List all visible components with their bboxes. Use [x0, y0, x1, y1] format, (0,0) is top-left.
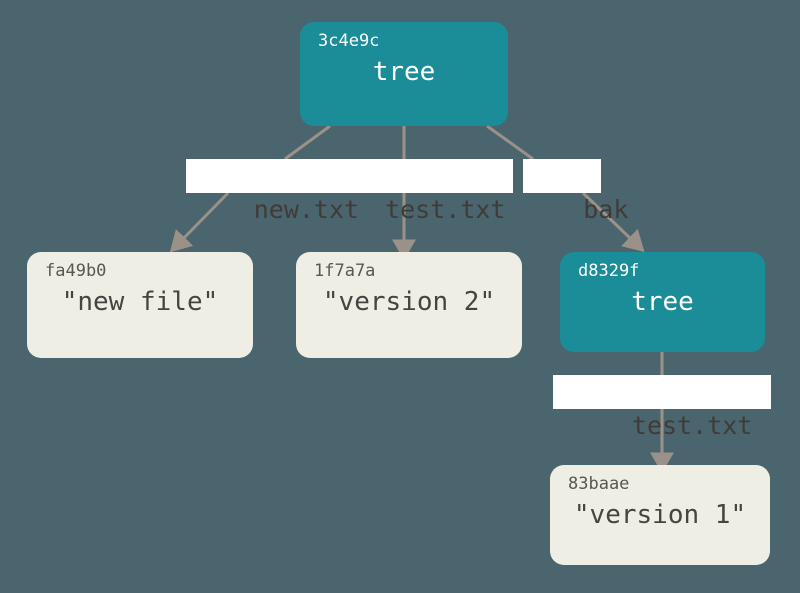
edge-label-test-txt-sub: test.txt	[553, 375, 771, 440]
node-hash-label: 83baae	[568, 474, 630, 494]
node-root-tree[interactable]: 3c4e9c tree	[300, 22, 508, 126]
node-content-label: "version 2"	[322, 287, 496, 317]
edge-label-test-txt-sub-text: test.txt	[631, 411, 753, 440]
node-hash-label: 1f7a7a	[314, 261, 376, 281]
edge-label-bak-text: bak	[583, 195, 629, 224]
node-content-label: tree	[631, 287, 694, 317]
node-blob-version-2[interactable]: 1f7a7a "version 2"	[296, 252, 522, 358]
node-sub-tree[interactable]: d8329f tree	[560, 252, 765, 352]
node-blob-new-file[interactable]: fa49b0 "new file"	[27, 252, 253, 358]
node-hash-label: 3c4e9c	[318, 31, 380, 51]
node-content-label: "new file"	[61, 287, 219, 317]
edge-label-new-txt-test-txt: new.txt test.txt	[186, 159, 513, 224]
edge-label-new-txt: new.txt	[253, 195, 360, 224]
node-content-label: "version 1"	[573, 500, 747, 530]
node-content-label: tree	[372, 57, 436, 87]
edge-label-test-txt-root: test.txt	[385, 195, 506, 224]
edge-root-to-new-txt-label	[284, 124, 331, 161]
edge-label-bak: bak	[523, 159, 628, 224]
node-blob-version-1[interactable]: 83baae "version 1"	[550, 465, 770, 565]
node-hash-label: fa49b0	[45, 261, 107, 281]
node-hash-label: d8329f	[578, 261, 640, 281]
edge-root-to-bak-label	[486, 124, 534, 161]
